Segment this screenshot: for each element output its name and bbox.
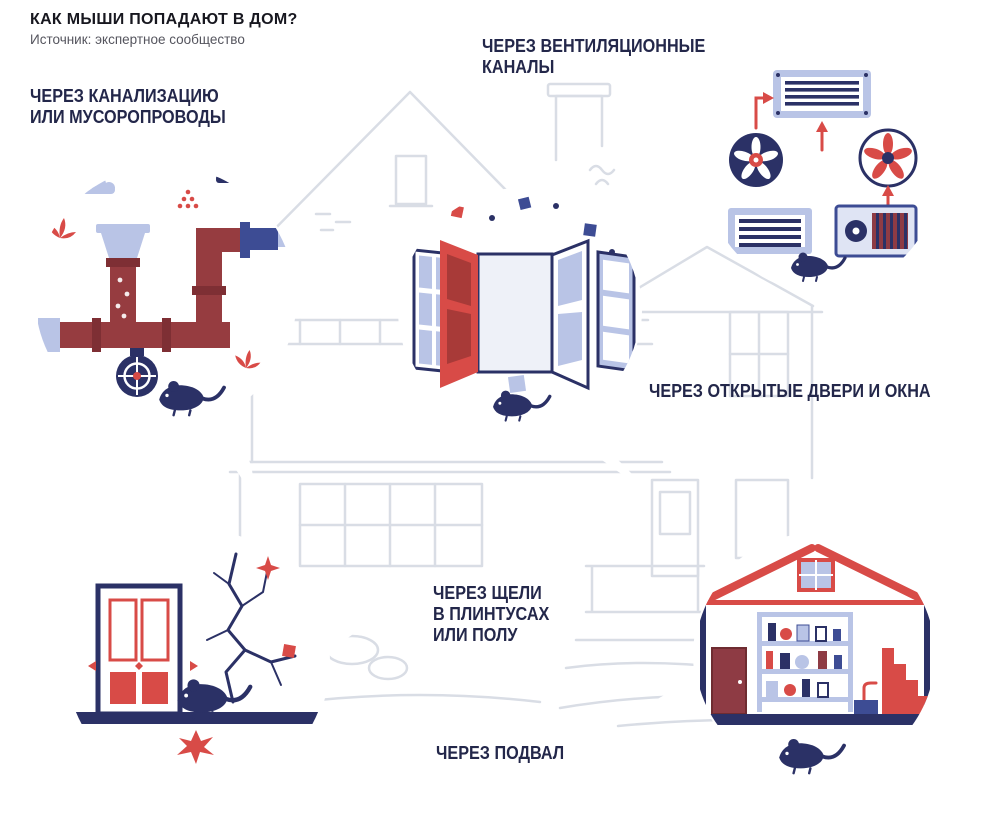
pipe-run [38, 222, 295, 352]
bubble-doors [398, 188, 650, 494]
duct-fan-unit [834, 204, 918, 258]
dust-dots [177, 189, 199, 209]
bubble-basement [632, 533, 937, 777]
staircase [882, 648, 930, 714]
basement-illustration [695, 544, 935, 725]
roof-beam [814, 544, 935, 608]
doors-illustration [412, 196, 636, 394]
callout-label-ventilation: ЧЕРЕЗ ВЕНТИЛЯЦИОННЫЕ КАНАЛЫ [482, 36, 706, 78]
sprout-icon [235, 350, 261, 369]
wall-post [924, 605, 930, 714]
arrow-up-icon [882, 185, 894, 196]
page-title: КАК МЫШИ ПОПАДАЮТ В ДОМ? [30, 11, 298, 28]
vent-grille-bottom [728, 208, 812, 254]
roof-beam [695, 544, 816, 608]
callout-label-sewage: ЧЕРЕЗ КАНАЛИЗАЦИЮ ИЛИ МУСОРОПРОВОДЫ [30, 86, 226, 128]
callout-label-doors: ЧЕРЕЗ ОТКРЫТЫЕ ДВЕРИ И ОКНА [649, 381, 931, 401]
sink-faucet [854, 681, 878, 714]
round-fan-icon [729, 133, 783, 187]
bubble-doors-tail [550, 412, 650, 494]
blue-door-right [596, 250, 636, 373]
valve-wheel [116, 348, 158, 397]
wall-cracks [206, 552, 297, 704]
floor-bar [70, 712, 326, 724]
red-door-leaf [440, 240, 478, 388]
spark-icon [256, 556, 280, 580]
arrow-right-icon [763, 92, 774, 104]
arrow-up-icon [816, 121, 828, 132]
cracks-illustration [70, 552, 326, 764]
pipes-illustration [38, 169, 295, 397]
red-square [282, 644, 296, 658]
bubble-sewage [33, 164, 297, 500]
bubble-sewage-circle [33, 164, 297, 428]
floor-bar [698, 714, 934, 725]
bubble-ventilation-tail [640, 94, 720, 162]
bubble-basement-tail [632, 676, 710, 718]
shelf-unit [757, 612, 853, 712]
wall-post [700, 605, 706, 714]
floor-crack-burst [177, 730, 214, 764]
source-note: Источник: экспертное сообщество [30, 32, 245, 47]
door [88, 583, 198, 717]
top-plate [700, 600, 930, 605]
bubble-ventilation [640, 57, 940, 293]
bubble-gaps [64, 529, 356, 795]
attic-window [797, 558, 835, 592]
vent-grille-top [773, 70, 871, 118]
pinwheel-fan-icon [858, 128, 918, 188]
callout-label-gaps: ЧЕРЕЗ ЩЕЛИ В ПЛИНТУСАХ ИЛИ ПОЛУ [433, 583, 550, 646]
cellar-door [711, 647, 747, 715]
callout-label-basement: ЧЕРЕЗ ПОДВАЛ [436, 743, 565, 763]
bubble-sewage-tail [186, 408, 254, 500]
doorway-frame [476, 252, 554, 374]
ventilation-illustration [728, 70, 918, 258]
white-door-leaf [550, 238, 590, 391]
